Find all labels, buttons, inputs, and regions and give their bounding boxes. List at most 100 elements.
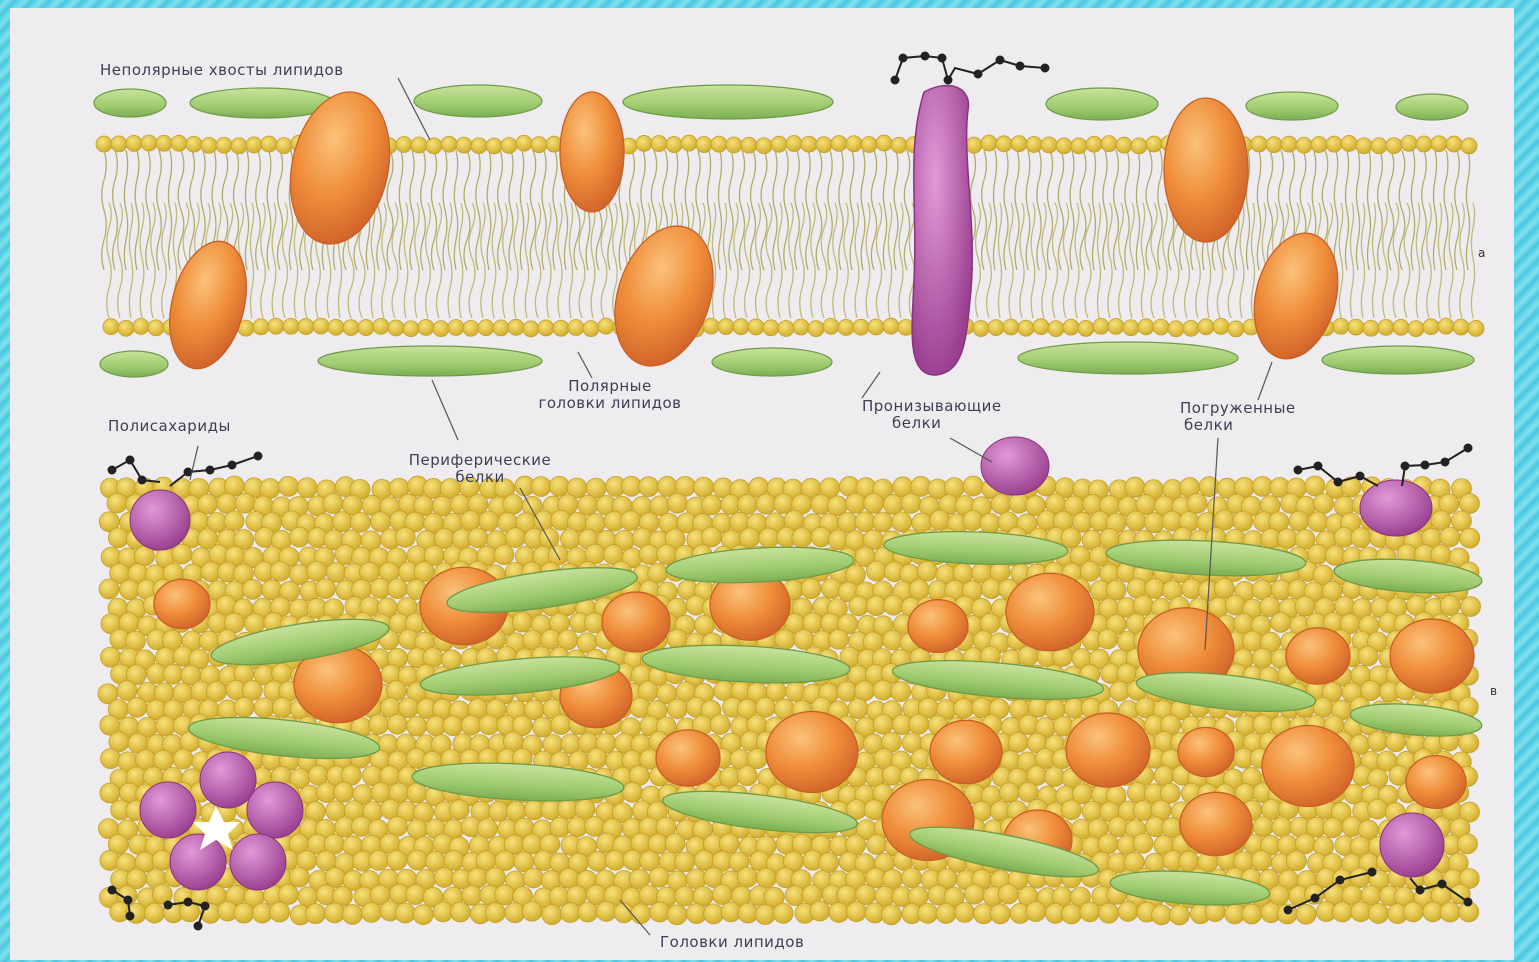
- lipid-head: [649, 867, 669, 887]
- lipid-head: [343, 320, 359, 336]
- lipid-tail-lower: [789, 203, 793, 318]
- lipid-head: [531, 137, 547, 153]
- lipid-head: [639, 885, 659, 905]
- lipid-head: [1333, 318, 1349, 334]
- lipid-tail-upper: [1080, 150, 1086, 270]
- lipid-tail-lower: [800, 203, 804, 318]
- lipid-head: [846, 493, 866, 513]
- lipid-head: [667, 493, 687, 513]
- lipid-tail-lower: [1075, 203, 1079, 318]
- lipid-tail-upper: [718, 150, 721, 270]
- lipid-head: [1438, 318, 1454, 334]
- lipid-head: [596, 901, 616, 921]
- lipid-head: [1459, 733, 1479, 753]
- lipid-head: [407, 716, 427, 736]
- lipid-head: [631, 904, 651, 924]
- lipid-tail-lower: [1052, 203, 1057, 318]
- lipid-head: [675, 852, 695, 872]
- lipid-head: [96, 136, 112, 152]
- label-polysaccharides: Полисахариды: [108, 418, 231, 435]
- lipid-tail-upper: [124, 150, 127, 270]
- lipid-head: [163, 664, 183, 684]
- lipid-tail-upper: [739, 150, 744, 270]
- lipid-head: [152, 850, 172, 870]
- lipid-head: [846, 136, 862, 152]
- lipid-tail-lower: [1427, 203, 1431, 318]
- lipid-head: [771, 136, 787, 152]
- lipid-head: [1272, 817, 1292, 837]
- surface-protein: [1286, 628, 1350, 684]
- lipid-head: [414, 562, 434, 582]
- lipid-head: [387, 714, 407, 734]
- lipid-head: [197, 494, 217, 514]
- lipid-head: [848, 698, 868, 718]
- lipid-head: [235, 493, 255, 513]
- lipid-tail-upper: [982, 150, 987, 270]
- lipid-head: [1393, 319, 1409, 335]
- lipid-tail-lower: [866, 203, 870, 318]
- lipid-tail-upper: [1092, 150, 1095, 270]
- lipid-tail-lower: [723, 203, 726, 318]
- lipid-head: [399, 698, 419, 718]
- lipid-head: [1368, 903, 1388, 923]
- lipid-head: [963, 476, 983, 496]
- lipid-head: [126, 135, 142, 151]
- lipid-tail-upper: [146, 150, 150, 270]
- lipid-tail-lower: [1108, 203, 1112, 318]
- surface-protein: [908, 600, 968, 653]
- lipid-tail-upper: [1345, 150, 1348, 270]
- lipid-head: [861, 137, 877, 153]
- lipid-head: [1269, 885, 1289, 905]
- lipid-head: [1133, 595, 1153, 615]
- lipid-tail-upper: [784, 150, 788, 270]
- label-transmembrane-line1: Пронизывающие: [862, 398, 1002, 415]
- lipid-head: [1403, 902, 1423, 922]
- label-polar-heads: Полярные головки липидов: [530, 378, 690, 412]
- lipid-head: [621, 511, 641, 531]
- lipid-tail-lower: [448, 203, 452, 318]
- lipid-head: [873, 714, 893, 734]
- lipid-head: [433, 321, 449, 337]
- lipid-head: [461, 510, 481, 530]
- surface-protein: [1006, 573, 1094, 650]
- lipid-tail-lower: [987, 203, 992, 318]
- lipid-head: [991, 494, 1011, 514]
- lipid-head: [298, 319, 314, 335]
- lipid-tail-lower: [525, 203, 528, 318]
- lipid-head: [981, 135, 997, 151]
- lipid-head: [418, 319, 434, 335]
- lipid-tail-lower: [415, 203, 419, 318]
- lipid-tail-upper: [1015, 150, 1019, 270]
- lipid-head: [1198, 319, 1214, 335]
- lipid-head: [703, 318, 719, 334]
- lipid-tail-lower: [899, 203, 903, 318]
- lipid-head: [966, 137, 982, 153]
- lipid-head: [980, 513, 1000, 533]
- lipid-tail-upper: [245, 150, 248, 270]
- lipid-head: [1341, 135, 1357, 151]
- lipid-head: [1125, 477, 1145, 497]
- lipid-head: [407, 850, 427, 870]
- lipid-tail-upper: [1037, 150, 1041, 270]
- lipid-head: [598, 318, 614, 334]
- lipid-head: [1468, 320, 1484, 336]
- lipid-tail-upper: [1367, 150, 1370, 270]
- lipid-head: [712, 885, 732, 905]
- lipid-head: [1253, 715, 1273, 735]
- lipid-tail-lower: [426, 203, 431, 318]
- lipid-head: [108, 528, 128, 548]
- lipid-head: [1126, 511, 1146, 531]
- lipid-head: [1408, 321, 1424, 337]
- label-lipid-heads-bottom: Головки липидов: [660, 934, 804, 951]
- lipid-head: [883, 318, 899, 334]
- lipid-tail-upper: [443, 150, 447, 270]
- lipid-head: [666, 137, 682, 153]
- lipid-tail-lower: [1097, 203, 1100, 318]
- lipid-head: [1251, 136, 1267, 152]
- lipid-head: [778, 320, 794, 336]
- lipid-tail-lower: [261, 203, 265, 318]
- lipid-head: [1098, 834, 1118, 854]
- lipid-tail-upper: [476, 150, 480, 270]
- lipid-head: [1295, 596, 1315, 616]
